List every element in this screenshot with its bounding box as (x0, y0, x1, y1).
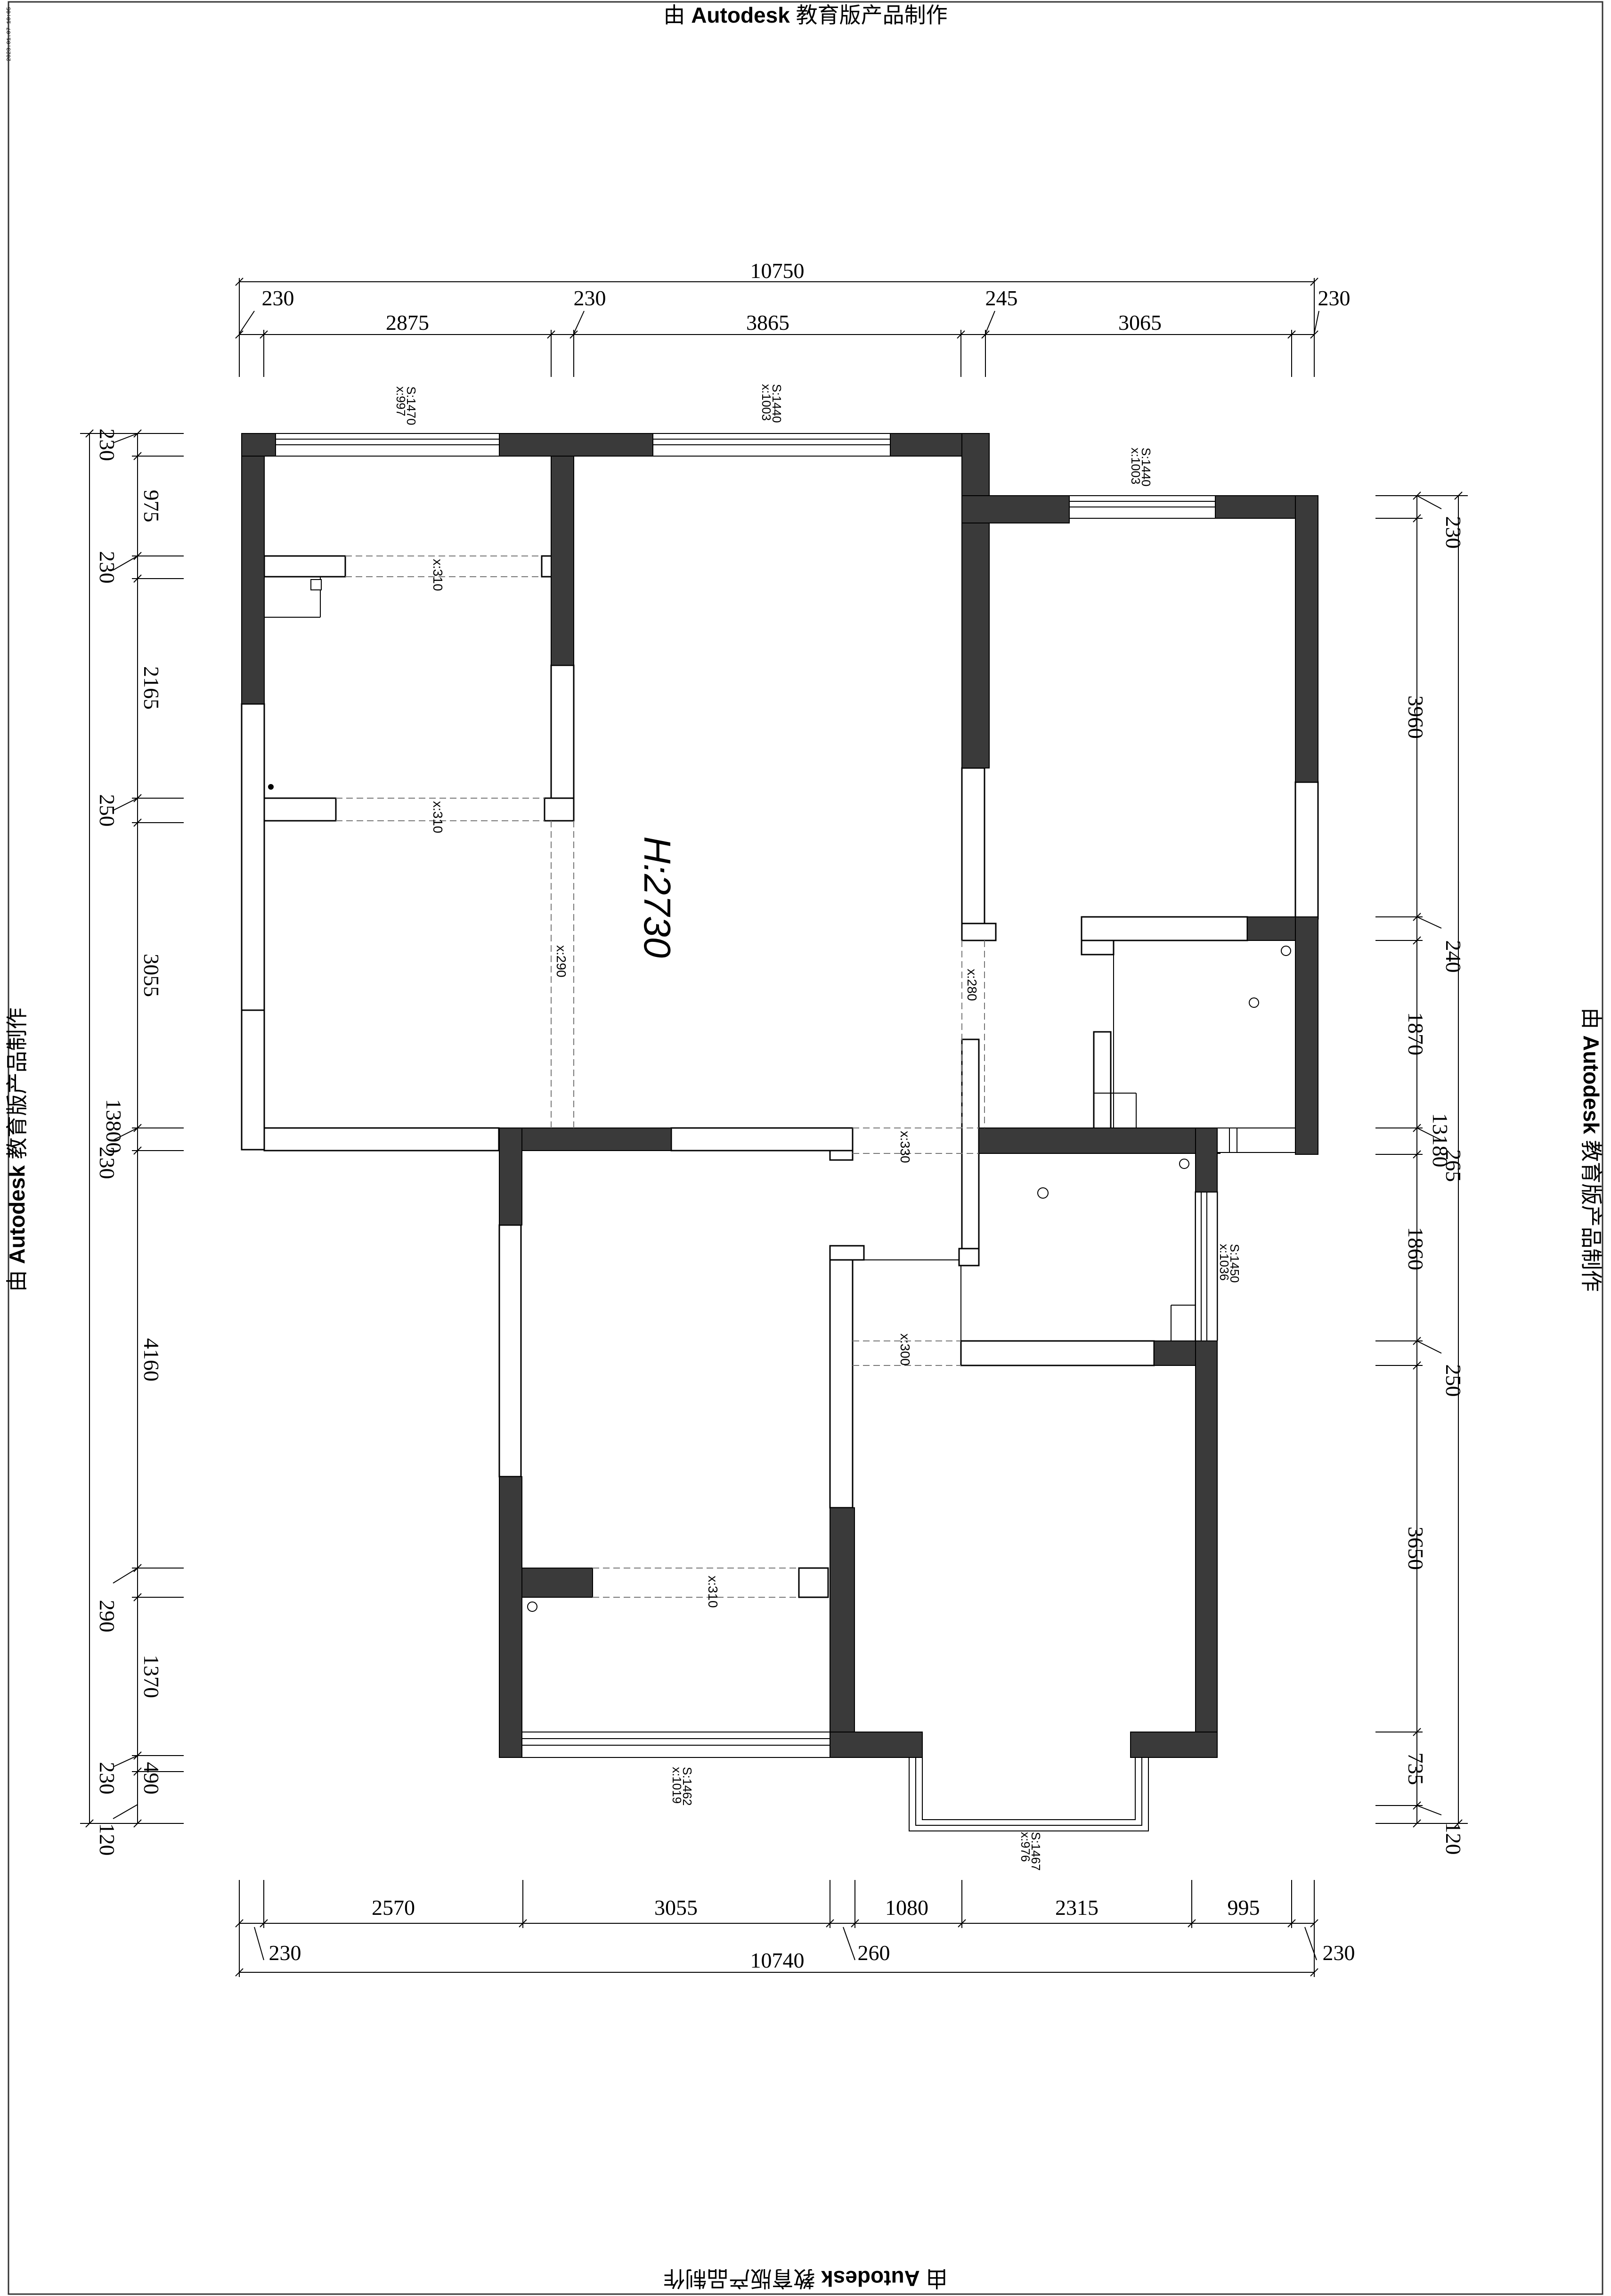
svg-text:S:1450: S:1450 (1228, 1244, 1242, 1283)
dim-left-seg: 290 (95, 1600, 119, 1633)
dim-right-seg: 3960 (1404, 695, 1428, 739)
svg-text:x:1003: x:1003 (759, 384, 773, 421)
svg-text:S:1462: S:1462 (680, 1767, 694, 1806)
svg-text:S:1470: S:1470 (404, 386, 418, 425)
drain-icon (1249, 997, 1259, 1008)
dim-left-seg: 230 (95, 551, 119, 584)
svg-text:S:1467: S:1467 (1029, 1832, 1043, 1871)
dim-left-seg: 2165 (139, 666, 163, 710)
dim-right-seg: 265 (1441, 1150, 1465, 1182)
ceiling-height-label: H:2730 (636, 836, 678, 958)
dim-left-seg: 250 (95, 794, 119, 827)
dim-top-seg: 230 (262, 286, 294, 310)
dim-left-seg: 230 (95, 429, 119, 461)
dim-right-seg: 230 (1441, 516, 1465, 549)
dim-left-seg: 490 (139, 1762, 163, 1795)
dimension-top (235, 278, 1319, 377)
svg-text:S:1440: S:1440 (1139, 448, 1153, 486)
dim-right-seg: 240 (1441, 940, 1465, 973)
fixtures (268, 579, 1291, 1612)
watermark-bottom: 由 Autodesk 教育版产品制作 (663, 2266, 947, 2291)
dim-left-seg: 120 (95, 1823, 119, 1856)
dim-left-total: 13800 (102, 1099, 126, 1153)
svg-text:x:1036: x:1036 (1217, 1244, 1231, 1281)
dim-right-total: 13180 (1428, 1113, 1452, 1168)
beam-label: x:290 (554, 945, 569, 978)
beam-label: x:310 (431, 559, 445, 591)
dim-bottom-seg: 1080 (885, 1896, 928, 1920)
beam-lines (336, 556, 985, 1598)
svg-text:x:997: x:997 (394, 386, 408, 417)
dim-right-seg: 1860 (1404, 1227, 1428, 1270)
dim-bottom-seg: 2315 (1055, 1896, 1098, 1920)
dim-left-seg: 4160 (139, 1338, 163, 1381)
dim-right-seg: 250 (1441, 1365, 1465, 1397)
window-label: S:1462 x:1019 (670, 1767, 694, 1806)
dimension-bottom (235, 1880, 1318, 1977)
window-label: S:1440 x:1003 (759, 384, 784, 423)
dim-bottom-wall: 260 (858, 1941, 890, 1965)
dim-right-seg: 120 (1441, 1822, 1465, 1855)
dim-left-seg: 1370 (139, 1655, 163, 1698)
svg-text:x:1003: x:1003 (1129, 448, 1143, 484)
thin-lines (264, 576, 1196, 1341)
dim-bottom-seg: 3055 (654, 1896, 698, 1920)
beam-label: x:300 (898, 1333, 912, 1366)
dim-right-seg: 1870 (1404, 1012, 1428, 1055)
dim-top-total: 10750 (750, 259, 805, 283)
window-label: S:1450 x:1036 (1217, 1244, 1242, 1283)
dim-top-seg: 245 (985, 286, 1018, 310)
structural-walls (241, 433, 1318, 1758)
dimension-right (1375, 491, 1468, 1828)
svg-text:S:1440: S:1440 (770, 384, 784, 423)
pipe-dot-icon (268, 784, 274, 790)
dimension-left (80, 429, 184, 1828)
drain-icon (1179, 1159, 1189, 1169)
svg-text:x:1019: x:1019 (670, 1767, 684, 1804)
dim-right-seg: 735 (1404, 1753, 1428, 1785)
window-label: S:1467 x:976 (1018, 1832, 1043, 1871)
dim-left-seg: 975 (139, 490, 163, 523)
dim-top-seg: 3865 (746, 310, 789, 335)
beam-label: x:310 (706, 1576, 720, 1608)
watermark-left: 由 Autodesk 教育版产品制作 (5, 1007, 29, 1291)
window-label: S:1470 x:997 (394, 386, 418, 425)
beam-label: x:330 (898, 1131, 912, 1163)
dim-bottom-wall: 230 (269, 1941, 301, 1965)
dim-top-seg: 2875 (386, 310, 429, 335)
dim-bottom-wall: 230 (1323, 1941, 1355, 1965)
dim-left-seg: 230 (95, 1147, 119, 1179)
drain-icon (1281, 946, 1291, 956)
beam-label: x:280 (965, 969, 979, 1001)
windows (275, 433, 1296, 1831)
sheet-border (8, 1, 1603, 2295)
watermark-top: 由 Autodesk 教育版产品制作 (663, 3, 947, 27)
dim-left-seg: 3055 (139, 954, 163, 997)
drain-icon (1037, 1187, 1049, 1199)
window-label: S:1440 x:1003 (1129, 448, 1153, 486)
dim-bottom-seg: 995 (1228, 1896, 1260, 1920)
dim-top-seg: 230 (1318, 286, 1351, 310)
plot-stamp: 2023.01.07 10:05 (6, 7, 12, 61)
dim-right-seg: 3650 (1404, 1527, 1428, 1570)
beam-label: x:310 (431, 801, 445, 833)
dim-top-seg: 3065 (1118, 310, 1162, 335)
watermark-right: 由 Autodesk 教育版产品制作 (1579, 1007, 1603, 1291)
svg-text:x:976: x:976 (1018, 1832, 1033, 1862)
drain-icon (527, 1601, 537, 1612)
dim-left-seg: 230 (95, 1762, 119, 1795)
dim-bottom-seg: 2570 (372, 1896, 415, 1920)
dim-top-seg: 230 (574, 286, 606, 310)
partition-walls (241, 555, 1319, 1598)
dim-bottom-total: 10740 (750, 1948, 805, 1972)
